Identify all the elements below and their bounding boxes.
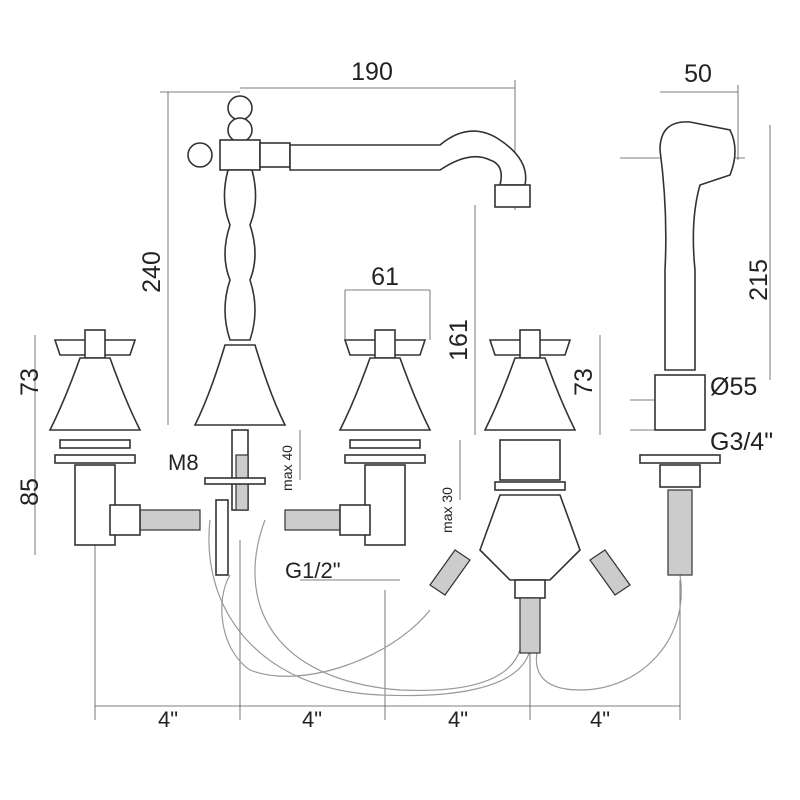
- spacing-label-4: 4": [590, 707, 610, 732]
- spout-outlet-height-label: 161: [445, 319, 473, 361]
- spout-height-label: 240: [138, 251, 166, 293]
- handshower-thread-label: G3/4": [710, 428, 773, 456]
- left-cross-handle-valve: [48, 329, 201, 546]
- middle-cross-handle-valve: [284, 329, 432, 546]
- rod-thread-label: M8: [168, 450, 199, 475]
- supply-thread-label: G1/2": [285, 558, 341, 583]
- left-valve-height-label: 73: [16, 368, 44, 396]
- handshower-length-label: 215: [745, 259, 773, 301]
- max-30-label: max 30: [439, 487, 455, 533]
- spacing-label-2: 4": [302, 707, 322, 732]
- max-40-label: max 40: [279, 445, 295, 491]
- handshower-width-label: 50: [684, 60, 712, 88]
- central-spout: [187, 95, 531, 576]
- right-valve-height-label: 73: [570, 368, 598, 396]
- right-valve-with-diverter: [429, 329, 631, 654]
- shank-length-label: 85: [16, 478, 44, 506]
- spacing-label-3: 4": [448, 707, 468, 732]
- flexible-hoses: [208, 519, 682, 697]
- handshower: [639, 121, 736, 576]
- base-diameter-label: Ø55: [710, 373, 757, 401]
- spacing-label-1: 4": [158, 707, 178, 732]
- valve-width-label: 61: [371, 263, 399, 291]
- spout-reach-label: 190: [351, 58, 393, 86]
